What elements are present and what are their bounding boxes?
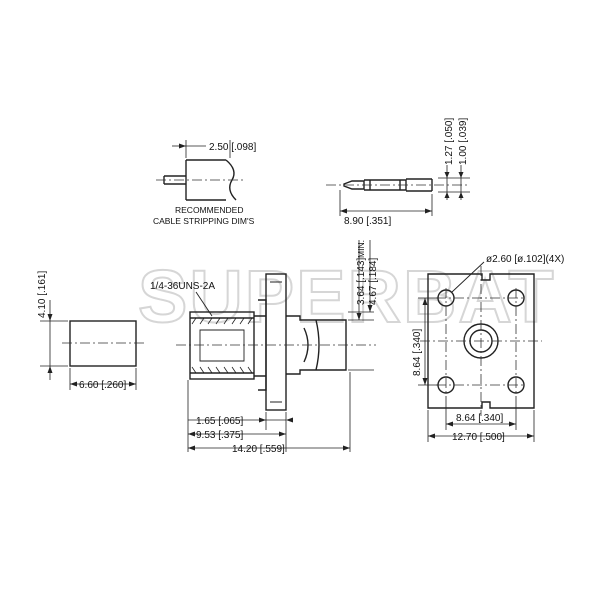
connector-side-view: 1/4-36UNS-2A 3.64 [.143] MIN. 4.67 [.184… <box>150 240 379 455</box>
ferrule-diameter-label: 4.10 [.161] <box>37 271 48 318</box>
flange-outline <box>427 273 535 409</box>
tail-dia-label-1: 3.64 [.143] <box>356 258 367 305</box>
strip-caption-line2: CABLE STRIPPING DIM'S <box>153 216 255 226</box>
ferrule-body <box>69 320 137 367</box>
tail-dia-label-2: 4.67 [.184] <box>368 258 379 305</box>
cable-jacket <box>185 159 237 201</box>
body-length-label: 9.53 [.375] <box>196 430 243 441</box>
contact-pin-view: 8.90 [.351] 1.27 [.050] 1.00 [.039] <box>326 118 470 227</box>
pin-dia-outer-label: 1.27 [.050] <box>444 118 455 165</box>
pin-dia-inner-label: 1.00 [.039] <box>458 118 469 165</box>
thread-hatching <box>191 317 253 374</box>
ferrule-length-label: 6.60 [.260] <box>79 380 126 391</box>
hole-spacing-horizontal-label: 8.64 [.340] <box>456 413 503 424</box>
watermark-text: SUPERBAT <box>138 255 556 338</box>
flange-thickness-label: 1.65 [.065] <box>196 416 243 427</box>
flange-width-label: 12.70 [.500] <box>452 432 505 443</box>
pin-length-label: 8.90 [.351] <box>344 216 391 227</box>
ferrule-view: 4.10 [.161] 6.60 [.260] <box>37 271 146 391</box>
strip-length-label: 2.50 [.098] <box>209 142 256 153</box>
tail-dia-min-label: MIN. <box>356 240 366 258</box>
threaded-body <box>189 311 255 380</box>
strip-caption-line1: RECOMMENDED <box>175 205 243 215</box>
flange-front-view: ø2.60 [ø.102](4X) 8.64 [.340] 8.64 [.340… <box>412 254 564 443</box>
hole-callout-label: ø2.60 [ø.102](4X) <box>486 254 564 265</box>
cable-stripping-view: 2.50 [.098] RECOMMENDED CABLE STRIPPING … <box>153 140 256 226</box>
overall-length-label: 14.20 [.559] <box>232 444 285 455</box>
hole-spacing-vertical-label: 8.64 [.340] <box>412 329 423 376</box>
thread-spec-label: 1/4-36UNS-2A <box>150 281 215 292</box>
